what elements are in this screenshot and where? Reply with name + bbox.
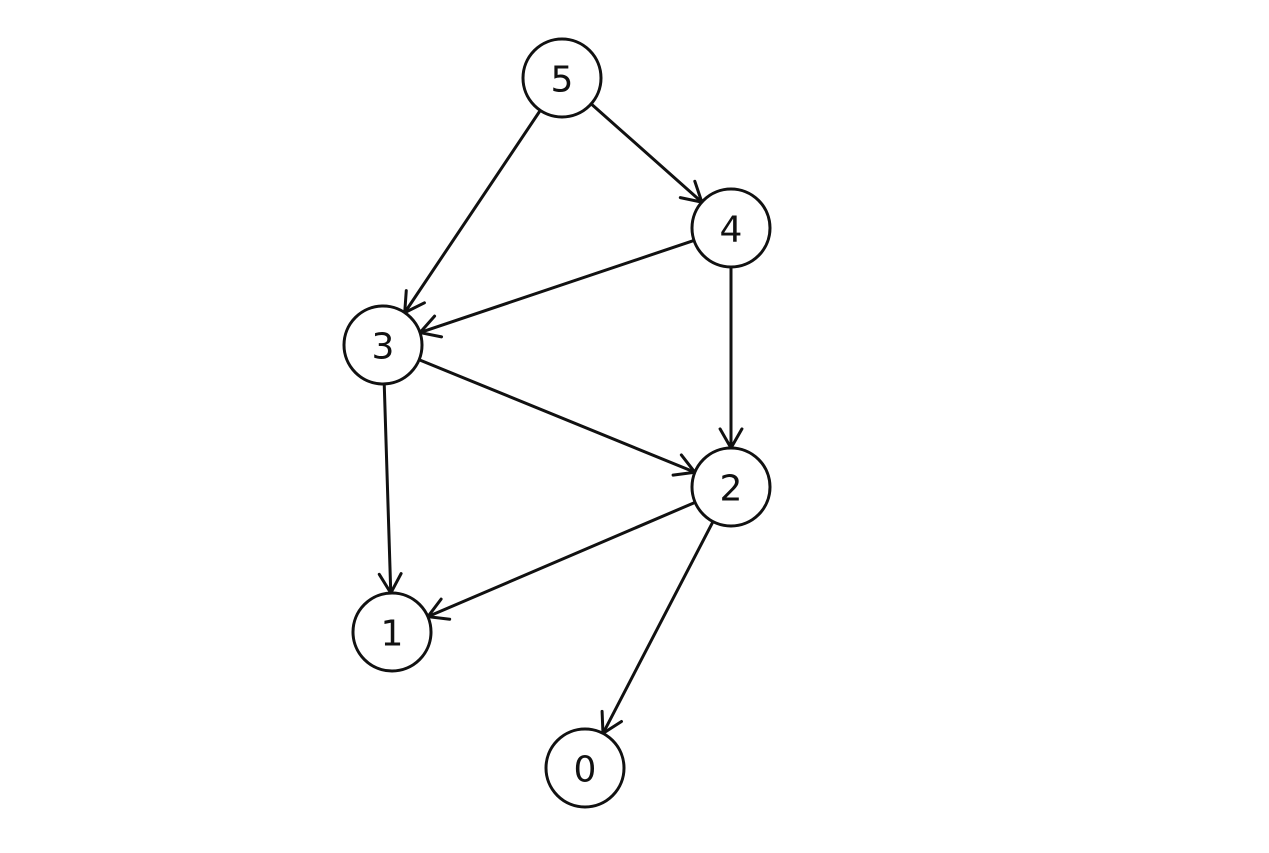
node-3: 3 (342, 304, 424, 386)
node-circle (342, 304, 424, 386)
edge-line (382, 382, 393, 595)
node-1: 1 (351, 591, 433, 673)
edge-5-to-3 (403, 108, 542, 315)
edge-2-to-0 (600, 520, 715, 735)
node-4: 4 (690, 187, 772, 269)
edge-line (426, 500, 697, 619)
edge-4-to-3 (418, 238, 696, 339)
node-label: 5 (551, 60, 574, 101)
node-circle (690, 446, 772, 528)
node-5: 5 (521, 37, 603, 119)
edge-line (403, 108, 542, 315)
node-circle (351, 591, 433, 673)
node-2: 2 (690, 446, 772, 528)
edge-3-to-2 (417, 358, 697, 477)
edge-line (601, 520, 715, 735)
edges-layer (377, 102, 744, 735)
node-circle (521, 37, 603, 119)
node-0: 0 (544, 727, 626, 809)
edge-4-to-2 (718, 265, 744, 450)
node-label: 3 (372, 327, 395, 368)
edge-2-to-1 (426, 500, 697, 621)
node-circle (544, 727, 626, 809)
edge-3-to-1 (377, 382, 403, 595)
edge-line (417, 358, 697, 474)
node-circle (690, 187, 772, 269)
edge-line (418, 238, 696, 335)
edge-5-to-4 (589, 102, 704, 204)
nodes-layer: 5 4 3 2 1 0 (342, 37, 772, 809)
node-label: 2 (720, 469, 743, 510)
node-label: 0 (574, 750, 597, 791)
node-label: 1 (381, 614, 404, 655)
edge-line (589, 102, 704, 204)
node-label: 4 (720, 210, 743, 251)
